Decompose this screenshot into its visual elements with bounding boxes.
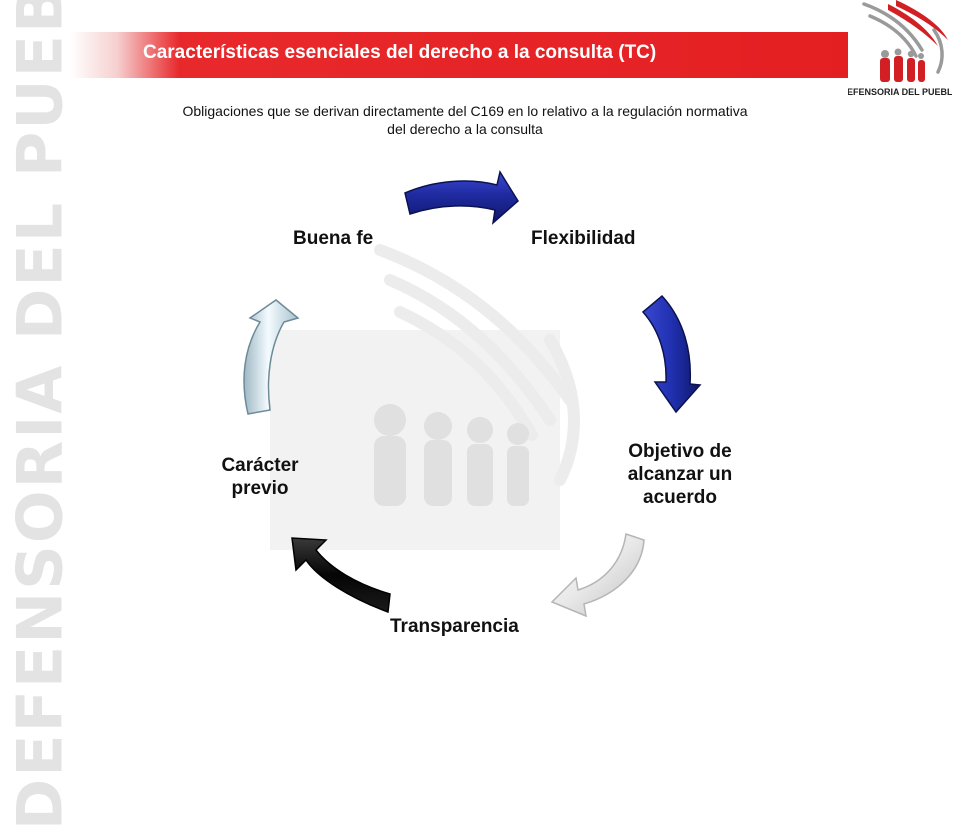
cycle-diagram [243,170,702,618]
cycle-node-transparencia: Transparencia [390,615,519,638]
cycle-node-buena-fe: Buena fe [293,227,373,250]
page-title: Características esenciales del derecho a… [143,42,657,63]
node-line: Carácter [221,455,299,476]
node-line: Buena fe [293,228,374,249]
title-bar [70,32,850,78]
subtitle-line-1: Obligaciones que se derivan directamente… [182,103,748,119]
cycle-node-objetivo: Objetivo de alcanzar un acuerdo [600,440,760,509]
cycle-arrow-1 [404,170,519,225]
logo-text: DEFENSORIA DEL PUEBLO [848,87,952,97]
node-line: previo [231,478,289,499]
node-line: alcanzar un [627,464,733,485]
subtitle: Obligaciones que se derivan directamente… [70,102,860,138]
defensoria-logo-icon: DEFENSORIA DEL PUEBLO [848,0,952,100]
subtitle-line-2: del derecho a la consulta [387,121,543,137]
background-emblem-icon [270,244,580,550]
node-line: Transparencia [390,616,519,637]
cycle-node-caracter-previo: Carácter previo [205,454,315,500]
cycle-arrow-3 [550,533,645,618]
node-line: Flexibilidad [531,228,636,249]
cycle-node-flexibilidad: Flexibilidad [531,227,636,250]
cycle-arrow-5 [243,299,300,415]
node-line: acuerdo [643,487,717,508]
cycle-arrow-4 [291,537,391,614]
node-line: Objetivo de [628,441,732,462]
cycle-arrow-2 [641,294,702,414]
